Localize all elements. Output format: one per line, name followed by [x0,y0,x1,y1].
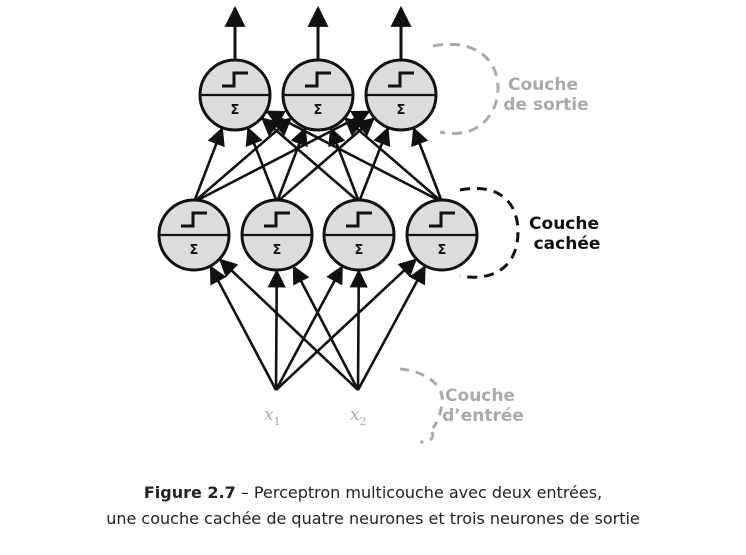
connection-hidden3-output1 [260,117,360,203]
perceptron-diagram: Σ Σ Σ Σ Σ Σ Σ Couche de sortie Couche cachée C… [157,5,605,444]
step-function-icon [264,211,290,228]
connection-hidden4-output3 [411,126,444,203]
step-function-icon [429,211,455,228]
connection-input2-hidden4 [356,265,426,391]
hidden-layer-brace [459,187,520,279]
output-layer-label-line1: Couche [508,75,578,95]
hidden-neuron-1: Σ [157,198,231,272]
step-function-icon [222,71,248,88]
input-layer-brace [399,367,444,444]
connection-hidden4-output1 [265,110,443,204]
connections-group [192,110,444,391]
caption-text-line1: Perceptron multicouche avec deux entrées… [253,483,603,502]
hidden-layer-label-line1: Couche [529,214,599,234]
step-function-icon [388,71,414,88]
hidden-neuron-3: Σ [322,198,396,272]
input-x2-subscript: 2 [360,415,367,428]
input-layer-label-line2: d’entrée [442,406,524,426]
connection-hidden4-output2 [343,117,443,203]
connection-input2-hidden3 [349,269,368,391]
step-function-icon [305,71,331,88]
connection-hidden3-output2 [328,126,361,203]
hidden-layer-label: Couche cachée [529,214,605,254]
input-layer-label: Couche d’entrée [442,386,524,426]
connection-hidden1-output3 [193,110,371,204]
caption-line1: Figure 2.7 – Perceptron multicouche avec… [0,480,746,506]
output-layer-label-line2: de sortie [503,95,588,115]
connection-hidden2-output2 [275,126,308,203]
figure-caption: Figure 2.7 – Perceptron multicouche avec… [0,480,746,532]
output-neuron-3: Σ [364,58,438,132]
connection-input2-hidden1 [218,258,359,391]
hidden-neuron-4: Σ [405,198,479,272]
input-x1-subscript: 1 [274,415,281,428]
connection-input1-hidden1 [209,265,278,391]
connection-input1-hidden3 [274,265,344,391]
output-neuron-2-sum-symbol: Σ [314,103,323,118]
output-neuron-3-sum-symbol: Σ [397,103,406,118]
connection-input2-hidden2 [292,265,360,391]
connection-input1-hidden2 [267,269,286,391]
output-arrows-group [224,5,412,60]
output-neuron-2: Σ [281,58,355,132]
hidden-neuron-1-sum-symbol: Σ [190,243,199,258]
connection-hidden2-output1 [245,126,279,203]
hidden-neuron-4-sum-symbol: Σ [438,243,447,258]
hidden-neuron-2: Σ [240,198,314,272]
output-neuron-1-sum-symbol: Σ [231,103,240,118]
neurons-group: Σ Σ Σ Σ Σ Σ Σ [157,58,479,272]
input-layer-label-line1: Couche [445,386,515,406]
input-x1-label: x1 [264,405,281,428]
caption-separator: – [235,483,254,502]
hidden-neuron-3-sum-symbol: Σ [355,243,364,258]
hidden-layer-label-line2: cachée [534,234,601,254]
step-function-icon [346,211,372,228]
output-layer-label: Couche de sortie [503,75,588,115]
connection-hidden1-output1 [192,126,225,203]
step-function-icon [181,211,207,228]
hidden-neuron-2-sum-symbol: Σ [273,243,282,258]
input-x2-name: x [350,405,360,425]
figure-number: Figure 2.7 [143,483,236,502]
input-x2-label: x2 [350,405,367,428]
caption-line2: une couche cachée de quatre neurones et … [106,509,640,528]
output-neuron-1: Σ [198,58,272,132]
output-layer-brace [432,42,500,135]
input-x1-name: x [264,405,274,425]
connection-input1-hidden4 [275,258,418,391]
